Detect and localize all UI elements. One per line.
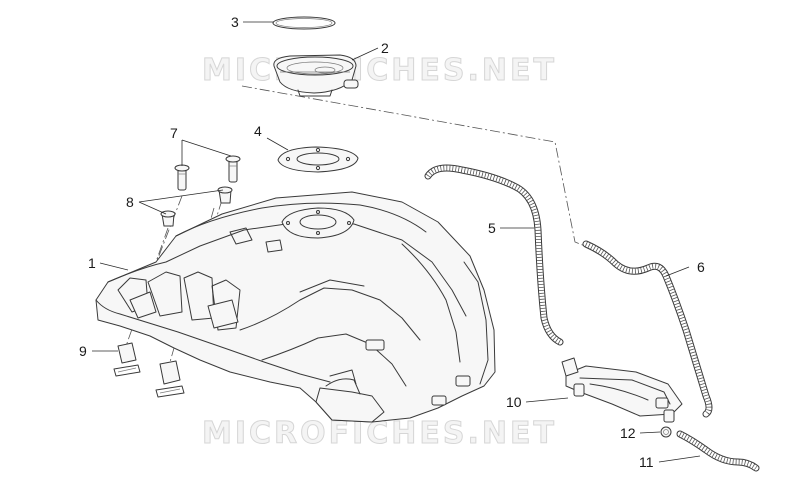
callout-11: 11: [639, 454, 654, 470]
filler-flange-part-2: [273, 54, 359, 97]
o-ring-part-3: [272, 16, 336, 30]
callout-1: 1: [88, 255, 96, 271]
watermark-top: MICROFICHES.NET: [202, 53, 557, 88]
callout-4: 4: [254, 123, 262, 139]
callout-labels: 3 2 4 7 8 1 9 5 6 10 12 11: [79, 14, 705, 470]
clamp-part-12: [660, 426, 672, 438]
leader-lines: [92, 21, 701, 463]
callout-2: 2: [381, 40, 389, 56]
rubber-mounts-part-9: [113, 342, 185, 398]
bushings-part-8: [160, 186, 233, 227]
bolts-part-7: [174, 155, 241, 191]
callout-8: 8: [126, 194, 134, 210]
callout-10: 10: [506, 394, 522, 410]
callout-9: 9: [79, 343, 87, 359]
callout-6: 6: [697, 259, 705, 275]
gasket-part-4: [277, 146, 359, 173]
fuel-tank-part-1: [95, 191, 496, 423]
callout-12: 12: [620, 425, 636, 441]
vent-hose-part-5: [424, 164, 564, 346]
drain-tray-part-10: [561, 357, 683, 423]
callout-3: 3: [231, 14, 239, 30]
callout-7: 7: [170, 125, 178, 141]
callout-5: 5: [488, 220, 496, 236]
short-hose-part-11: [676, 430, 760, 472]
